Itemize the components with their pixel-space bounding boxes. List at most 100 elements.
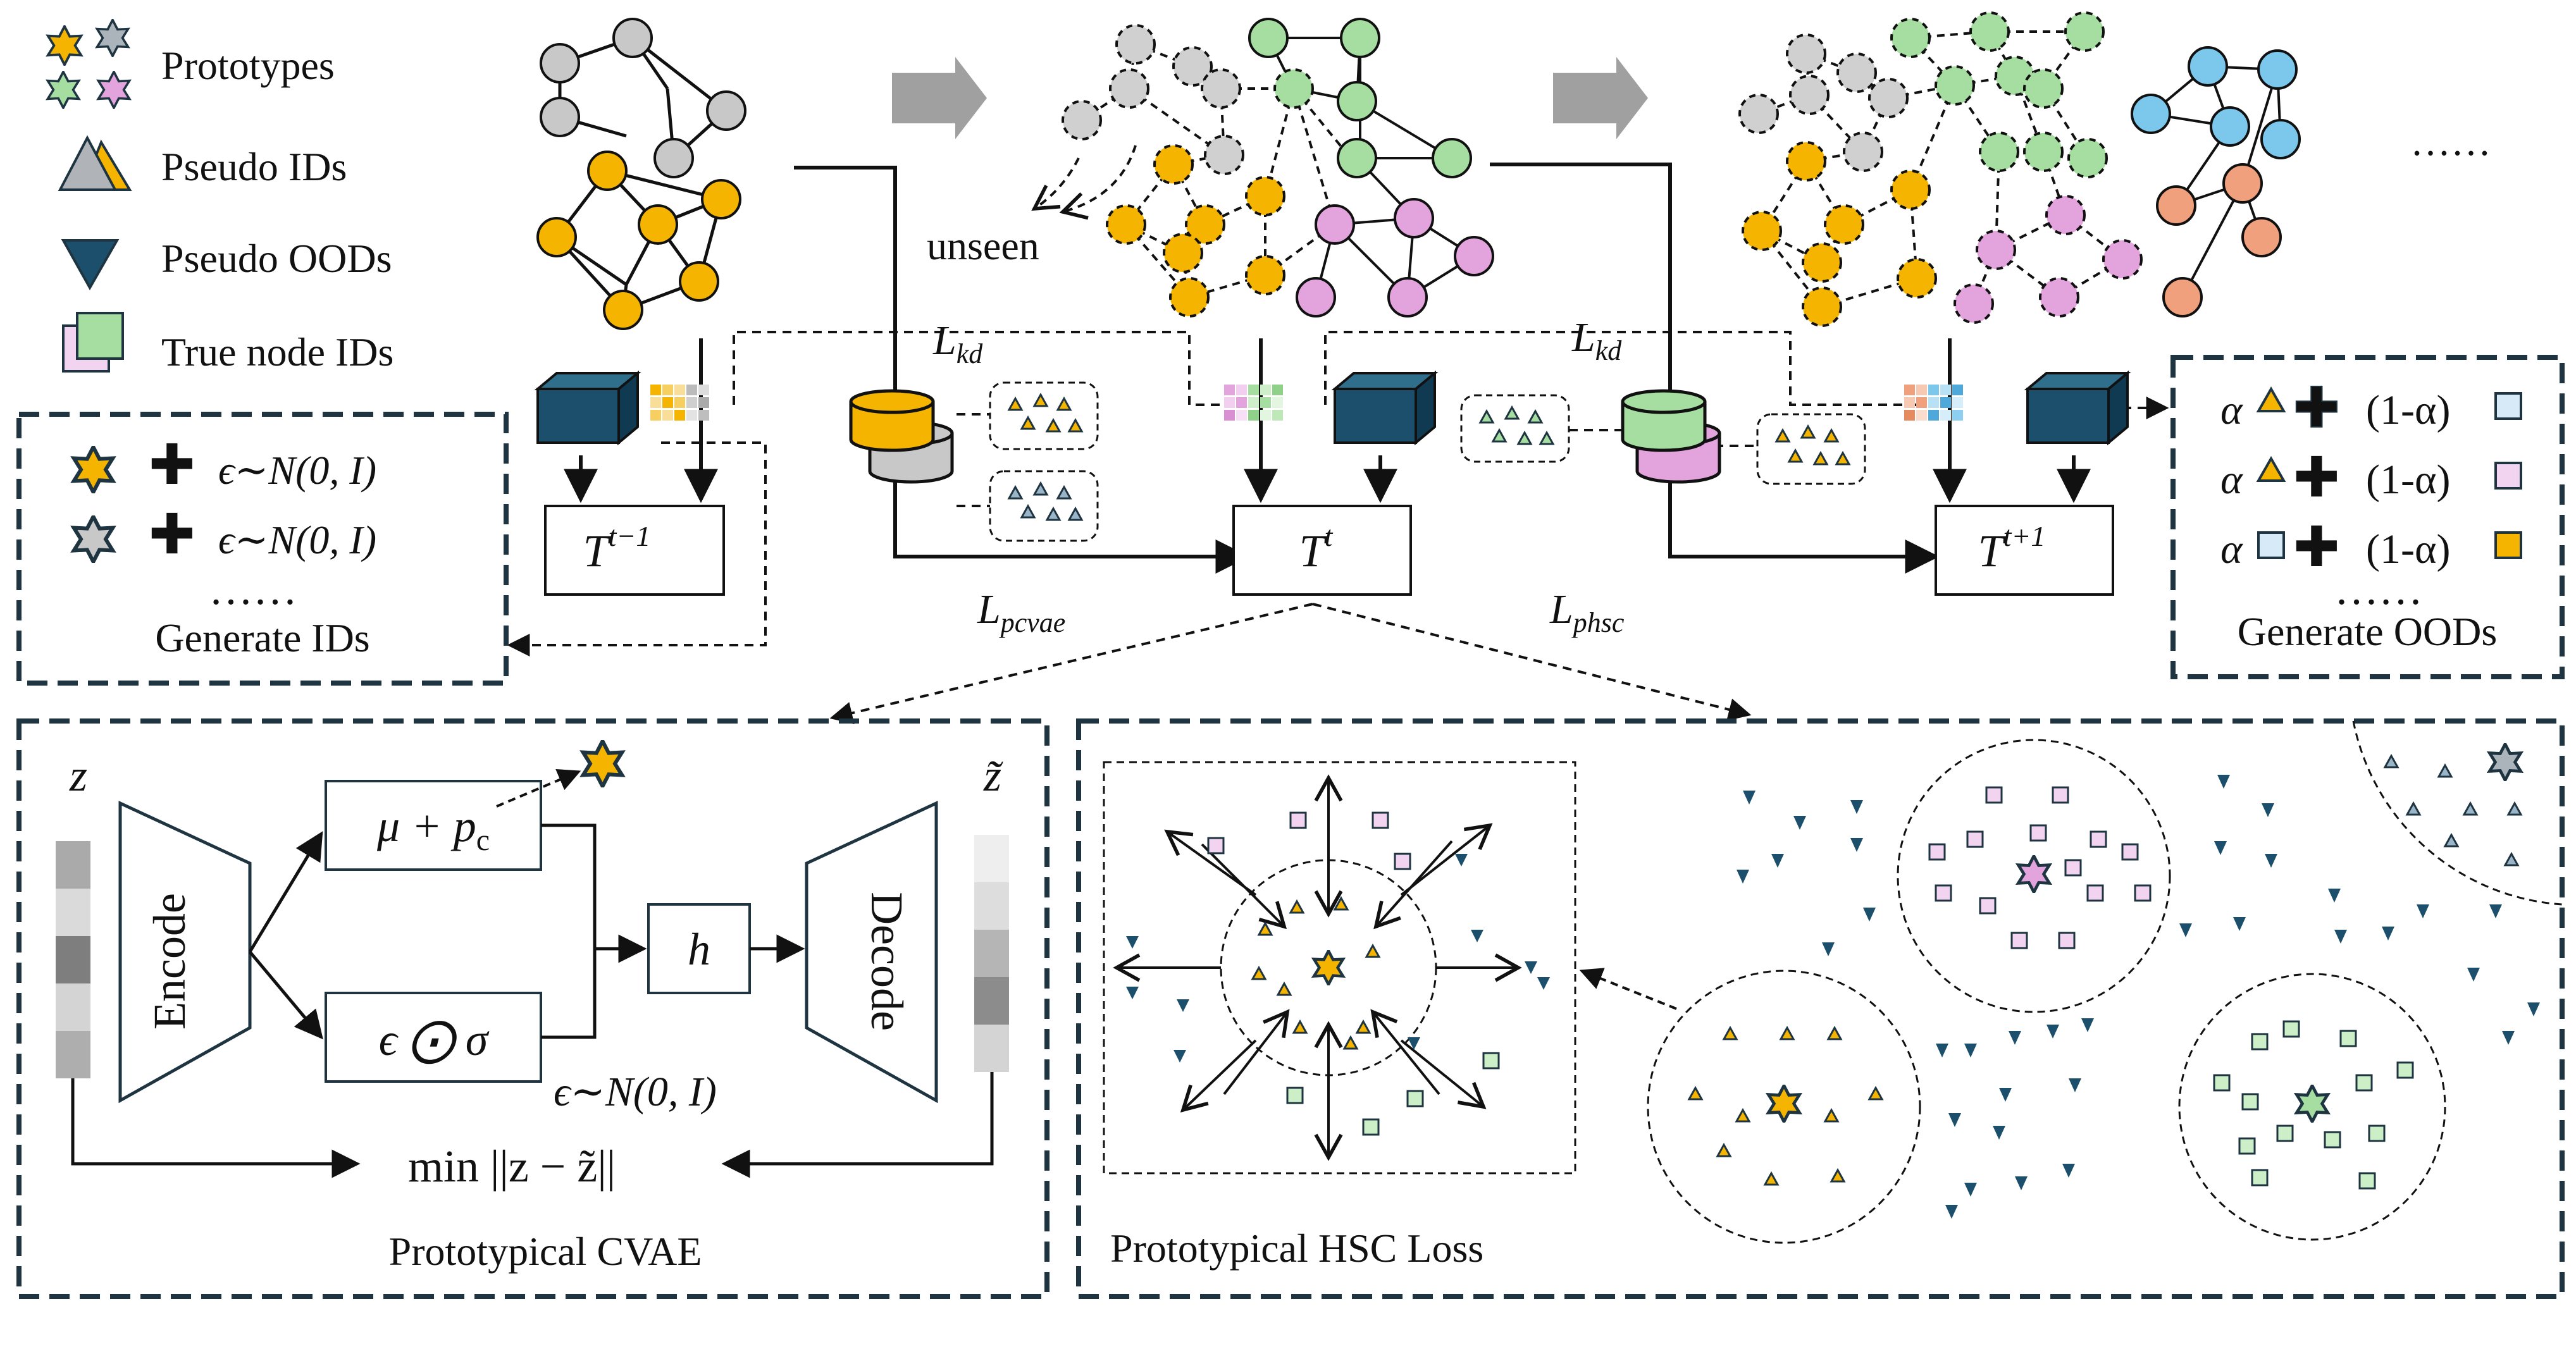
latent-vector-z-tilde	[974, 835, 1009, 1072]
yellow-pseudo-id-icon-2	[2256, 455, 2286, 482]
plus-icon-1: ✚	[149, 435, 195, 496]
prototypical-hsc-panel: Prototypical HSC Loss	[1076, 718, 2565, 1299]
gray-prototype-icon	[74, 517, 113, 562]
dashed-flow-lines	[507, 331, 2169, 725]
decoder-label: Decode	[862, 892, 912, 1031]
task-cur-sup: t	[1325, 520, 1334, 552]
task-next-label: T	[1978, 526, 2007, 576]
gen-ids-eps-2: ϵ∼N(0, I)	[218, 517, 376, 562]
feature-strip-cur	[1224, 385, 1283, 421]
yellow-node-icon	[2494, 531, 2522, 559]
gen-oods-alpha-3: α	[2220, 526, 2243, 572]
gen-ids-title: Generate IDs	[155, 615, 369, 660]
task-prev-label: T	[583, 526, 612, 576]
encoder-label: Encode	[144, 893, 195, 1030]
svg-text:Tt: Tt	[1299, 520, 1334, 576]
gen-oods-alpha-1: α	[2220, 387, 2243, 433]
cvae-min-loss: min ||z − z̃||	[408, 1141, 616, 1192]
latent-vector-z	[56, 841, 90, 1078]
plus-icon-5: ✚	[2293, 517, 2340, 579]
prototype-star-icon	[583, 741, 622, 786]
blue-node-icon	[2494, 392, 2522, 420]
progress-arrow-1	[892, 57, 987, 139]
lkd-1-sub: kd	[957, 338, 984, 369]
svg-text:μ + pc: μ + pc	[376, 801, 490, 857]
svg-text:Lkd: Lkd	[1571, 314, 1622, 366]
cvae-eps-dist: ϵ∼N(0, I)	[554, 1069, 717, 1115]
prototypical-cvae-panel: z z̃ Encode Decode μ + pc ϵ ⨀ σ h ϵ∼N(0,…	[16, 718, 1050, 1299]
svg-text:Tt+1: Tt+1	[1978, 520, 2046, 576]
lkd-2-label: L	[1571, 314, 1595, 361]
decoder-block	[805, 801, 938, 1104]
lkd-2-sub: kd	[1595, 335, 1623, 366]
legend-prototypes-label: Prototypes	[161, 43, 335, 88]
unseen-label: unseen	[927, 223, 1039, 268]
hsc-zoom-box	[1103, 761, 1576, 1174]
task-box-prev: Tt−1	[544, 505, 725, 596]
cvae-z-tilde-label: z̃	[983, 750, 1003, 801]
pseudo-ids-box-2	[1460, 394, 1570, 463]
plus-icon-2: ✚	[149, 505, 195, 566]
graph-task-prev	[536, 18, 746, 330]
yellow-pseudo-id-icon	[2256, 386, 2286, 412]
svg-text:Lpcvae: Lpcvae	[977, 586, 1065, 638]
task-next-sup: t+1	[2003, 520, 2046, 552]
plus-icon-4: ✚	[2293, 448, 2340, 509]
task-prev-sup: t−1	[609, 520, 651, 552]
cvae-title: Prototypical CVAE	[389, 1229, 702, 1274]
gen-oods-dots: ……	[2334, 565, 2423, 614]
feature-strip-prev	[650, 385, 709, 421]
gen-oods-title: Generate OODs	[2238, 609, 2498, 654]
hsc-title: Prototypical HSC Loss	[1110, 1226, 1483, 1271]
generate-oods-panel: α ✚ (1-α) α ✚ (1-α) α ✚ (1-α) …… Generat…	[2170, 355, 2565, 679]
prototype-bank-prev	[849, 389, 954, 484]
lpcvae-sub: pcvae	[999, 607, 1066, 638]
pseudo-ids-box-1	[989, 381, 1099, 450]
lpcvae-label: L	[977, 586, 1001, 632]
eps-sigma-label: ϵ ⨀ σ	[379, 1014, 490, 1065]
model-cube-next	[2024, 370, 2131, 446]
generate-ids-panel: ✚ ϵ∼N(0, I) ✚ ϵ∼N(0, I) …… Generate IDs	[16, 412, 509, 686]
legend-pseudo-oods-label: Pseudo OODs	[161, 236, 392, 281]
task-box-cur: Tt	[1232, 505, 1412, 596]
h-box	[647, 903, 751, 994]
lphsc-label: L	[1549, 586, 1573, 632]
pseudo-oods-legend-icon	[61, 239, 120, 291]
legend: Prototypes Pseudo IDs Pseudo OODs True n…	[46, 19, 393, 374]
legend-pseudo-ids-label: Pseudo IDs	[161, 144, 347, 189]
pseudo-oods-box-1	[989, 470, 1099, 542]
continuation-dots: ……	[2410, 119, 2491, 164]
yellow-cluster-prototype	[1768, 1086, 1799, 1122]
lphsc-sub: phsc	[1571, 607, 1625, 638]
yellow-prototype-icon	[74, 447, 113, 492]
prototypes-legend-icon	[46, 19, 131, 109]
gen-ids-dots: ……	[209, 565, 297, 614]
task-box-next: Tt+1	[1935, 505, 2114, 596]
mu-box	[325, 780, 542, 871]
model-cube-prev	[534, 370, 641, 446]
prototype-bank-cur	[1621, 389, 1721, 484]
h-label: h	[688, 924, 710, 975]
progress-arrow-2	[1553, 57, 1648, 139]
eps-sigma-box	[325, 992, 542, 1083]
pseudo-ids-legend-icon	[58, 135, 132, 191]
pink-node-icon	[2494, 462, 2522, 490]
task-cur-label: T	[1299, 526, 1328, 576]
svg-text:Lkd: Lkd	[932, 317, 983, 369]
green-cluster-prototype	[2296, 1086, 2327, 1122]
svg-text:Tt−1: Tt−1	[583, 520, 651, 576]
plus-icon-3: ✚	[2293, 378, 2340, 440]
cvae-z-label: z	[69, 750, 87, 801]
gen-ids-eps-1: ϵ∼N(0, I)	[218, 448, 376, 493]
model-cube-cur	[1331, 370, 1439, 446]
pseudo-ids-box-3	[1756, 413, 1866, 485]
svg-text:Lphsc: Lphsc	[1549, 586, 1625, 638]
graph-task-next	[1738, 11, 2301, 327]
pink-cluster-prototype	[2018, 856, 2049, 892]
graph-task-cur	[1031, 18, 1494, 317]
lkd-1-label: L	[932, 317, 957, 364]
mu-label: μ + p	[376, 801, 476, 851]
legend-true-node-ids-label: True node IDs	[161, 330, 393, 374]
feature-strip-next	[1904, 385, 1963, 421]
